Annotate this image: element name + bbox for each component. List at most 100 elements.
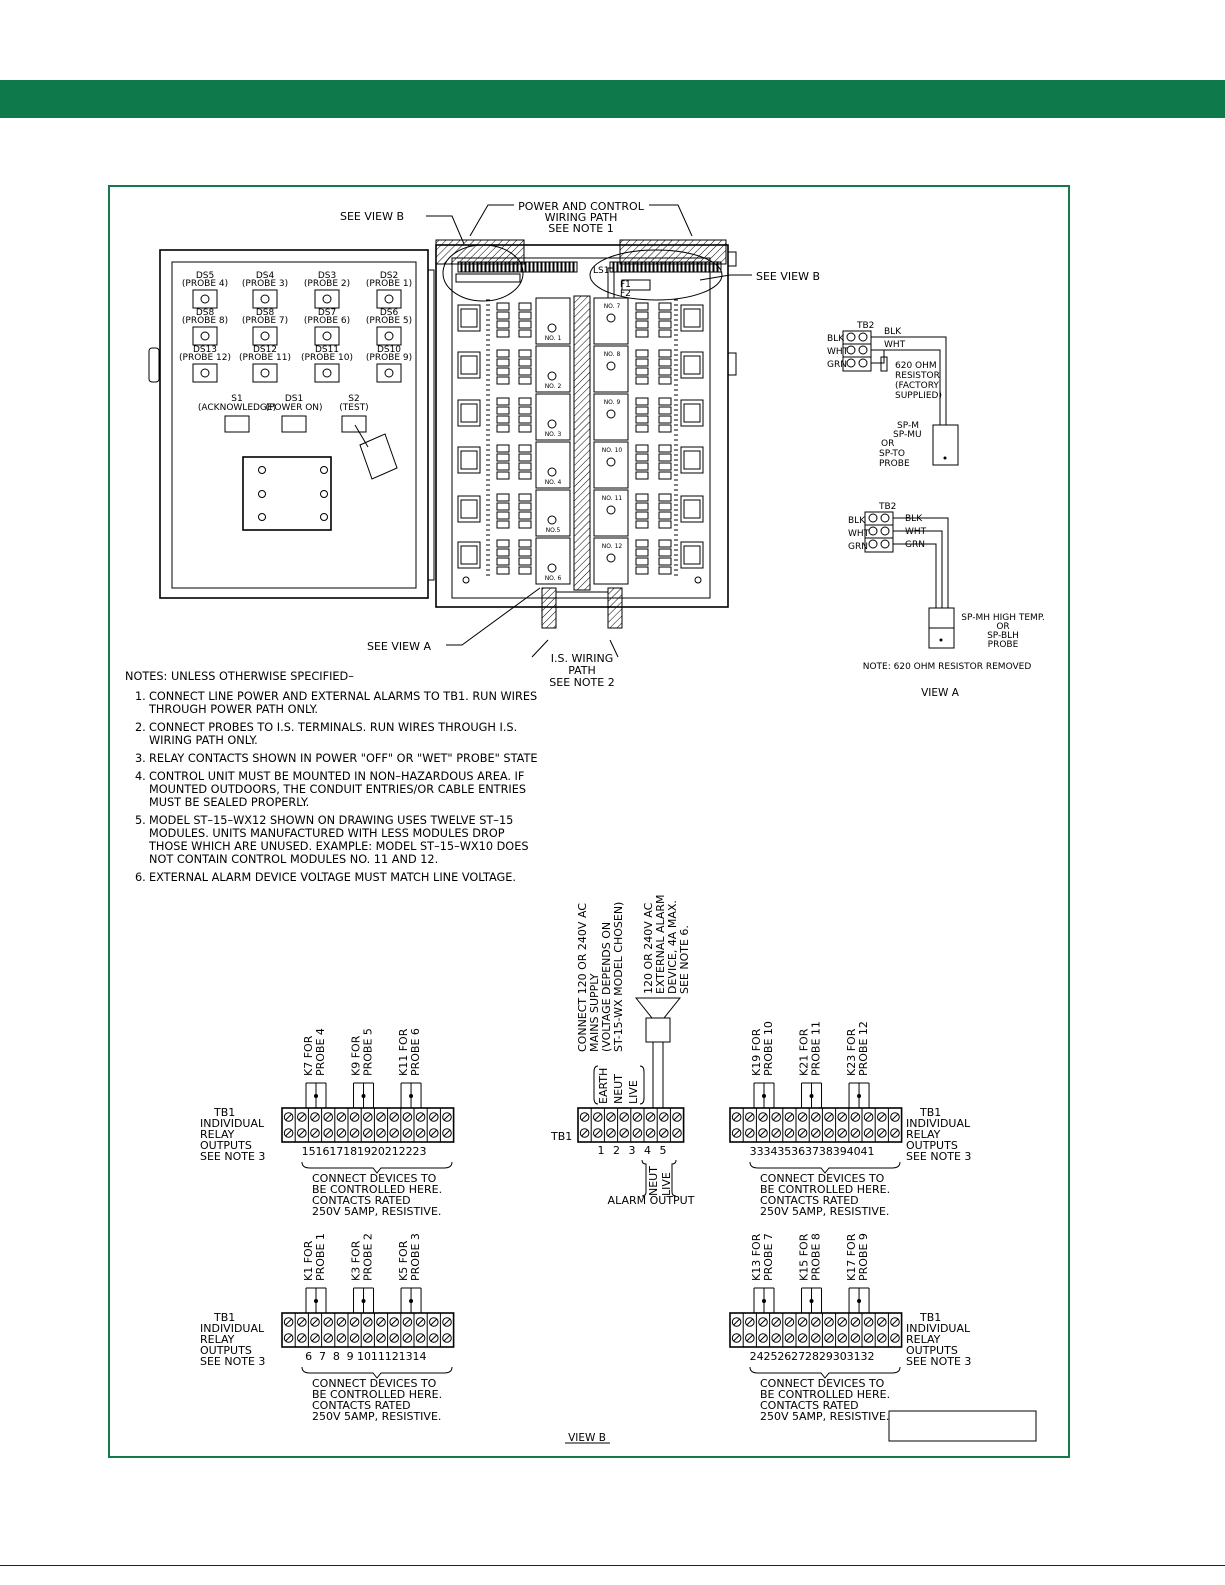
note-1-text: CONNECT LINE POWER AND EXTERNAL ALARMS T… — [149, 690, 538, 716]
indicator-light-icon — [376, 289, 402, 309]
note-4-number: 4. — [135, 770, 146, 783]
is-path-line-1: I.S. WIRING — [551, 652, 613, 665]
terminal-screw-icon — [731, 1333, 742, 1343]
indicator-light-icon — [252, 363, 278, 383]
relay-probe-label: PROBE 2 — [362, 1233, 375, 1281]
terminal-screw-icon — [745, 1333, 755, 1343]
door-light-probe: (PROBE 8) — [182, 316, 228, 326]
terminal-screw-icon — [672, 1112, 682, 1122]
terminal-number: 31 — [847, 1350, 861, 1363]
view-a-probe-2: SP-MU — [893, 430, 922, 440]
control-module — [593, 393, 629, 441]
view-a-probe-1: SP-M — [897, 421, 919, 431]
terminal-screw-icon — [323, 1317, 334, 1327]
connect-note-line: 250V 5AMP, RESISTIVE. — [760, 1205, 889, 1218]
enclosure-body — [435, 239, 737, 629]
note-3-number: 3. — [135, 752, 146, 765]
terminal-number: 37 — [805, 1145, 819, 1158]
terminal-screw-icon — [310, 1333, 320, 1343]
note-2: 2.CONNECT PROBES TO I.S. TERMINALS. RUN … — [125, 721, 545, 747]
view-a-tb2-lower: TB2 — [878, 502, 896, 512]
terminal-screw-icon — [850, 1333, 861, 1343]
door-light-probe: (PROBE 3) — [242, 279, 288, 289]
terminal-number: 35 — [777, 1145, 791, 1158]
door-light-id: DS13 — [193, 345, 217, 355]
control-module — [535, 345, 571, 393]
view-a-resistor-2: RESISTOR — [895, 371, 940, 381]
terminal-screw-icon — [890, 1128, 900, 1138]
terminal-screw-icon — [877, 1128, 887, 1138]
terminal-number: 19 — [357, 1145, 371, 1158]
indicator-light-icon — [192, 363, 218, 383]
note-1-number: 1. — [135, 690, 146, 703]
side-label-line: OUTPUTS — [200, 1139, 252, 1152]
relay-label: K3 FOR — [350, 1240, 363, 1281]
door-light-id: DS8 — [196, 308, 215, 318]
view-a-lower-right-wht: WHT — [905, 527, 927, 537]
terminal-screw-icon — [442, 1112, 452, 1122]
terminal-screw-icon — [745, 1112, 755, 1122]
view-a-upper-block — [842, 330, 959, 466]
relay-label: K23 FOR — [845, 1028, 858, 1076]
title-box — [888, 1410, 1037, 1442]
indicator-light-icon — [376, 326, 402, 346]
terminal-screw-icon — [811, 1333, 821, 1343]
terminal-strip — [281, 1107, 455, 1143]
view-a-upper-wire-grn: GRN — [827, 360, 847, 370]
terminal-number: 38 — [819, 1145, 833, 1158]
terminal-screw-icon — [784, 1128, 795, 1138]
view-a-lower-right-grn: GRN — [905, 540, 925, 550]
note-4: 4.CONTROL UNIT MUST BE MOUNTED IN NON–HA… — [125, 770, 545, 809]
door-latch — [148, 347, 160, 383]
leader-lines — [426, 204, 752, 658]
terminal-screw-icon — [824, 1333, 834, 1343]
terminal-number: 30 — [833, 1350, 847, 1363]
switch-name: (TEST) — [339, 403, 368, 413]
side-label-line: OUTPUTS — [906, 1344, 958, 1357]
relay-contact-icon — [762, 1299, 766, 1303]
terminal-screw-icon — [297, 1128, 307, 1138]
terminal-number: 6 — [305, 1350, 312, 1363]
switch-id: S1 — [231, 394, 242, 404]
terminal-screw-icon — [824, 1128, 834, 1138]
terminal-strip — [729, 1312, 903, 1348]
connect-note-line: BE CONTROLLED HERE. — [760, 1388, 890, 1401]
control-module — [593, 297, 629, 345]
terminal-screw-icon — [579, 1128, 590, 1138]
relay-label: K21 FOR — [798, 1028, 811, 1076]
terminal-screw-icon — [349, 1333, 360, 1343]
terminal-screw-icon — [797, 1112, 808, 1122]
terminal-screw-icon — [336, 1128, 347, 1138]
terminal-screw-icon — [310, 1112, 320, 1122]
view-a-tb2-upper: TB2 — [856, 321, 874, 331]
terminal-number: 11 — [371, 1350, 385, 1363]
terminal-screw-icon — [837, 1128, 848, 1138]
indicator-light-icon — [376, 363, 402, 383]
is-path-line-3: SEE NOTE 2 — [549, 676, 614, 689]
terminal-screw-icon — [863, 1128, 874, 1138]
module-number-right: NO. 8 — [604, 351, 621, 358]
mains-wire-earth: EARTH — [597, 1068, 610, 1104]
relay-contact-icon — [857, 1299, 862, 1303]
terminal-number: 16 — [315, 1145, 329, 1158]
switch-name: (POWER ON) — [265, 403, 322, 413]
control-module — [593, 489, 629, 537]
terminal-screw-icon — [797, 1333, 808, 1343]
footer-rule — [0, 1565, 1225, 1566]
terminal-number: 21 — [385, 1145, 399, 1158]
module-number-left: NO. 2 — [545, 383, 562, 390]
door-light-id: DS8 — [256, 308, 275, 318]
side-label-line: RELAY — [906, 1128, 941, 1141]
is-path-line-2: PATH — [568, 664, 596, 677]
terminal-screw-icon — [797, 1317, 808, 1327]
mains-wire-live: LIVE — [627, 1080, 640, 1104]
terminal-screw-icon — [593, 1128, 603, 1138]
ls1-label: LS1 — [593, 266, 609, 276]
door-light-id: DS6 — [380, 308, 399, 318]
general-notes: NOTES: UNLESS OTHERWISE SPECIFIED– 1.CON… — [125, 670, 545, 889]
terminal-screw-icon — [745, 1128, 755, 1138]
side-label-line: INDIVIDUAL — [906, 1322, 971, 1335]
connect-note-line: CONNECT DEVICES TO — [312, 1172, 437, 1185]
see-view-b-left-label: SEE VIEW B — [340, 210, 404, 223]
